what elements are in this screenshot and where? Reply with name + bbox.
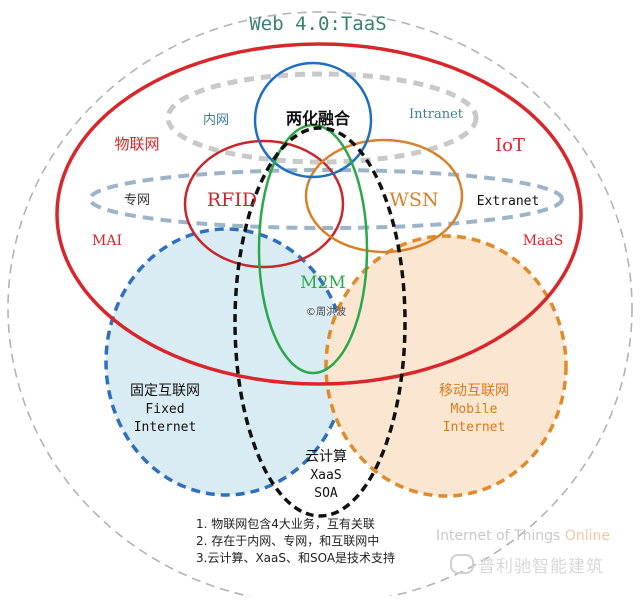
wsn-label: WSN: [389, 189, 438, 211]
wechat-icon: [450, 554, 474, 574]
fixed-cn-label: 固定互联网: [130, 383, 200, 399]
fixed-en2-label: Internet: [134, 420, 197, 435]
watermark-chinese-text: 普利驰智能建筑: [478, 557, 604, 577]
web40-outer-circle: [7, 11, 633, 600]
iot-en-label: IoT: [495, 135, 525, 156]
notes-list: 1. 物联网包含4大业务，互有关联 2. 存在于内网、专网，和互联网中 3.云计…: [196, 516, 476, 567]
intranet-en-label: Intranet: [409, 107, 464, 122]
maas-label: MaaS: [523, 233, 564, 249]
mobile-internet-circle: [324, 234, 568, 498]
mobile-cn-label: 移动互联网: [439, 383, 509, 399]
copyright-label: ©周洪波: [306, 305, 346, 318]
fusion-label: 两化融合: [286, 109, 351, 128]
fusion-circle: [253, 61, 373, 179]
mobile-en2-label: Internet: [443, 420, 506, 435]
title-label: Web 4.0:TaaS: [249, 13, 386, 35]
cloud-xaas-label: XaaS: [310, 468, 341, 483]
wsn-circle: [304, 138, 464, 254]
mobile-en1-label: Mobile: [451, 402, 498, 417]
extranet-en-label: Extranet: [477, 194, 540, 209]
extranet-ellipse: [88, 168, 564, 230]
note-item: 3.云计算、XaaS、和SOA是技术支持: [196, 551, 396, 565]
intranet-ellipse: [165, 71, 479, 165]
fixed-en1-label: Fixed: [145, 402, 184, 417]
mai-label: MAI: [92, 233, 122, 249]
note-item: 2. 存在于内网、专网，和互联网中: [196, 534, 380, 548]
watermark-chinese: 普利驰智能建筑: [450, 552, 604, 577]
iot-cn-label: 物联网: [114, 135, 159, 153]
rfid-circle: [183, 139, 345, 269]
cloud-cn-label: 云计算: [305, 449, 347, 465]
iot-ellipse: [55, 42, 583, 386]
intranet-cn-label: 内网: [203, 112, 229, 128]
watermark-english-online: Online: [564, 528, 610, 544]
watermark-english: Internet of Things Online: [436, 528, 610, 544]
cloud-soa-label: SOA: [314, 486, 338, 501]
rfid-label: RFID: [207, 189, 257, 211]
note-item: 1. 物联网包含4大业务，互有关联: [196, 517, 375, 531]
m2m-ellipse: [257, 123, 369, 375]
m2m-label: M2M: [300, 273, 346, 293]
watermark-english-main: Internet of Things: [436, 528, 565, 544]
extranet-cn-label: 专网: [124, 193, 150, 208]
cloud-ellipse: [233, 126, 407, 518]
